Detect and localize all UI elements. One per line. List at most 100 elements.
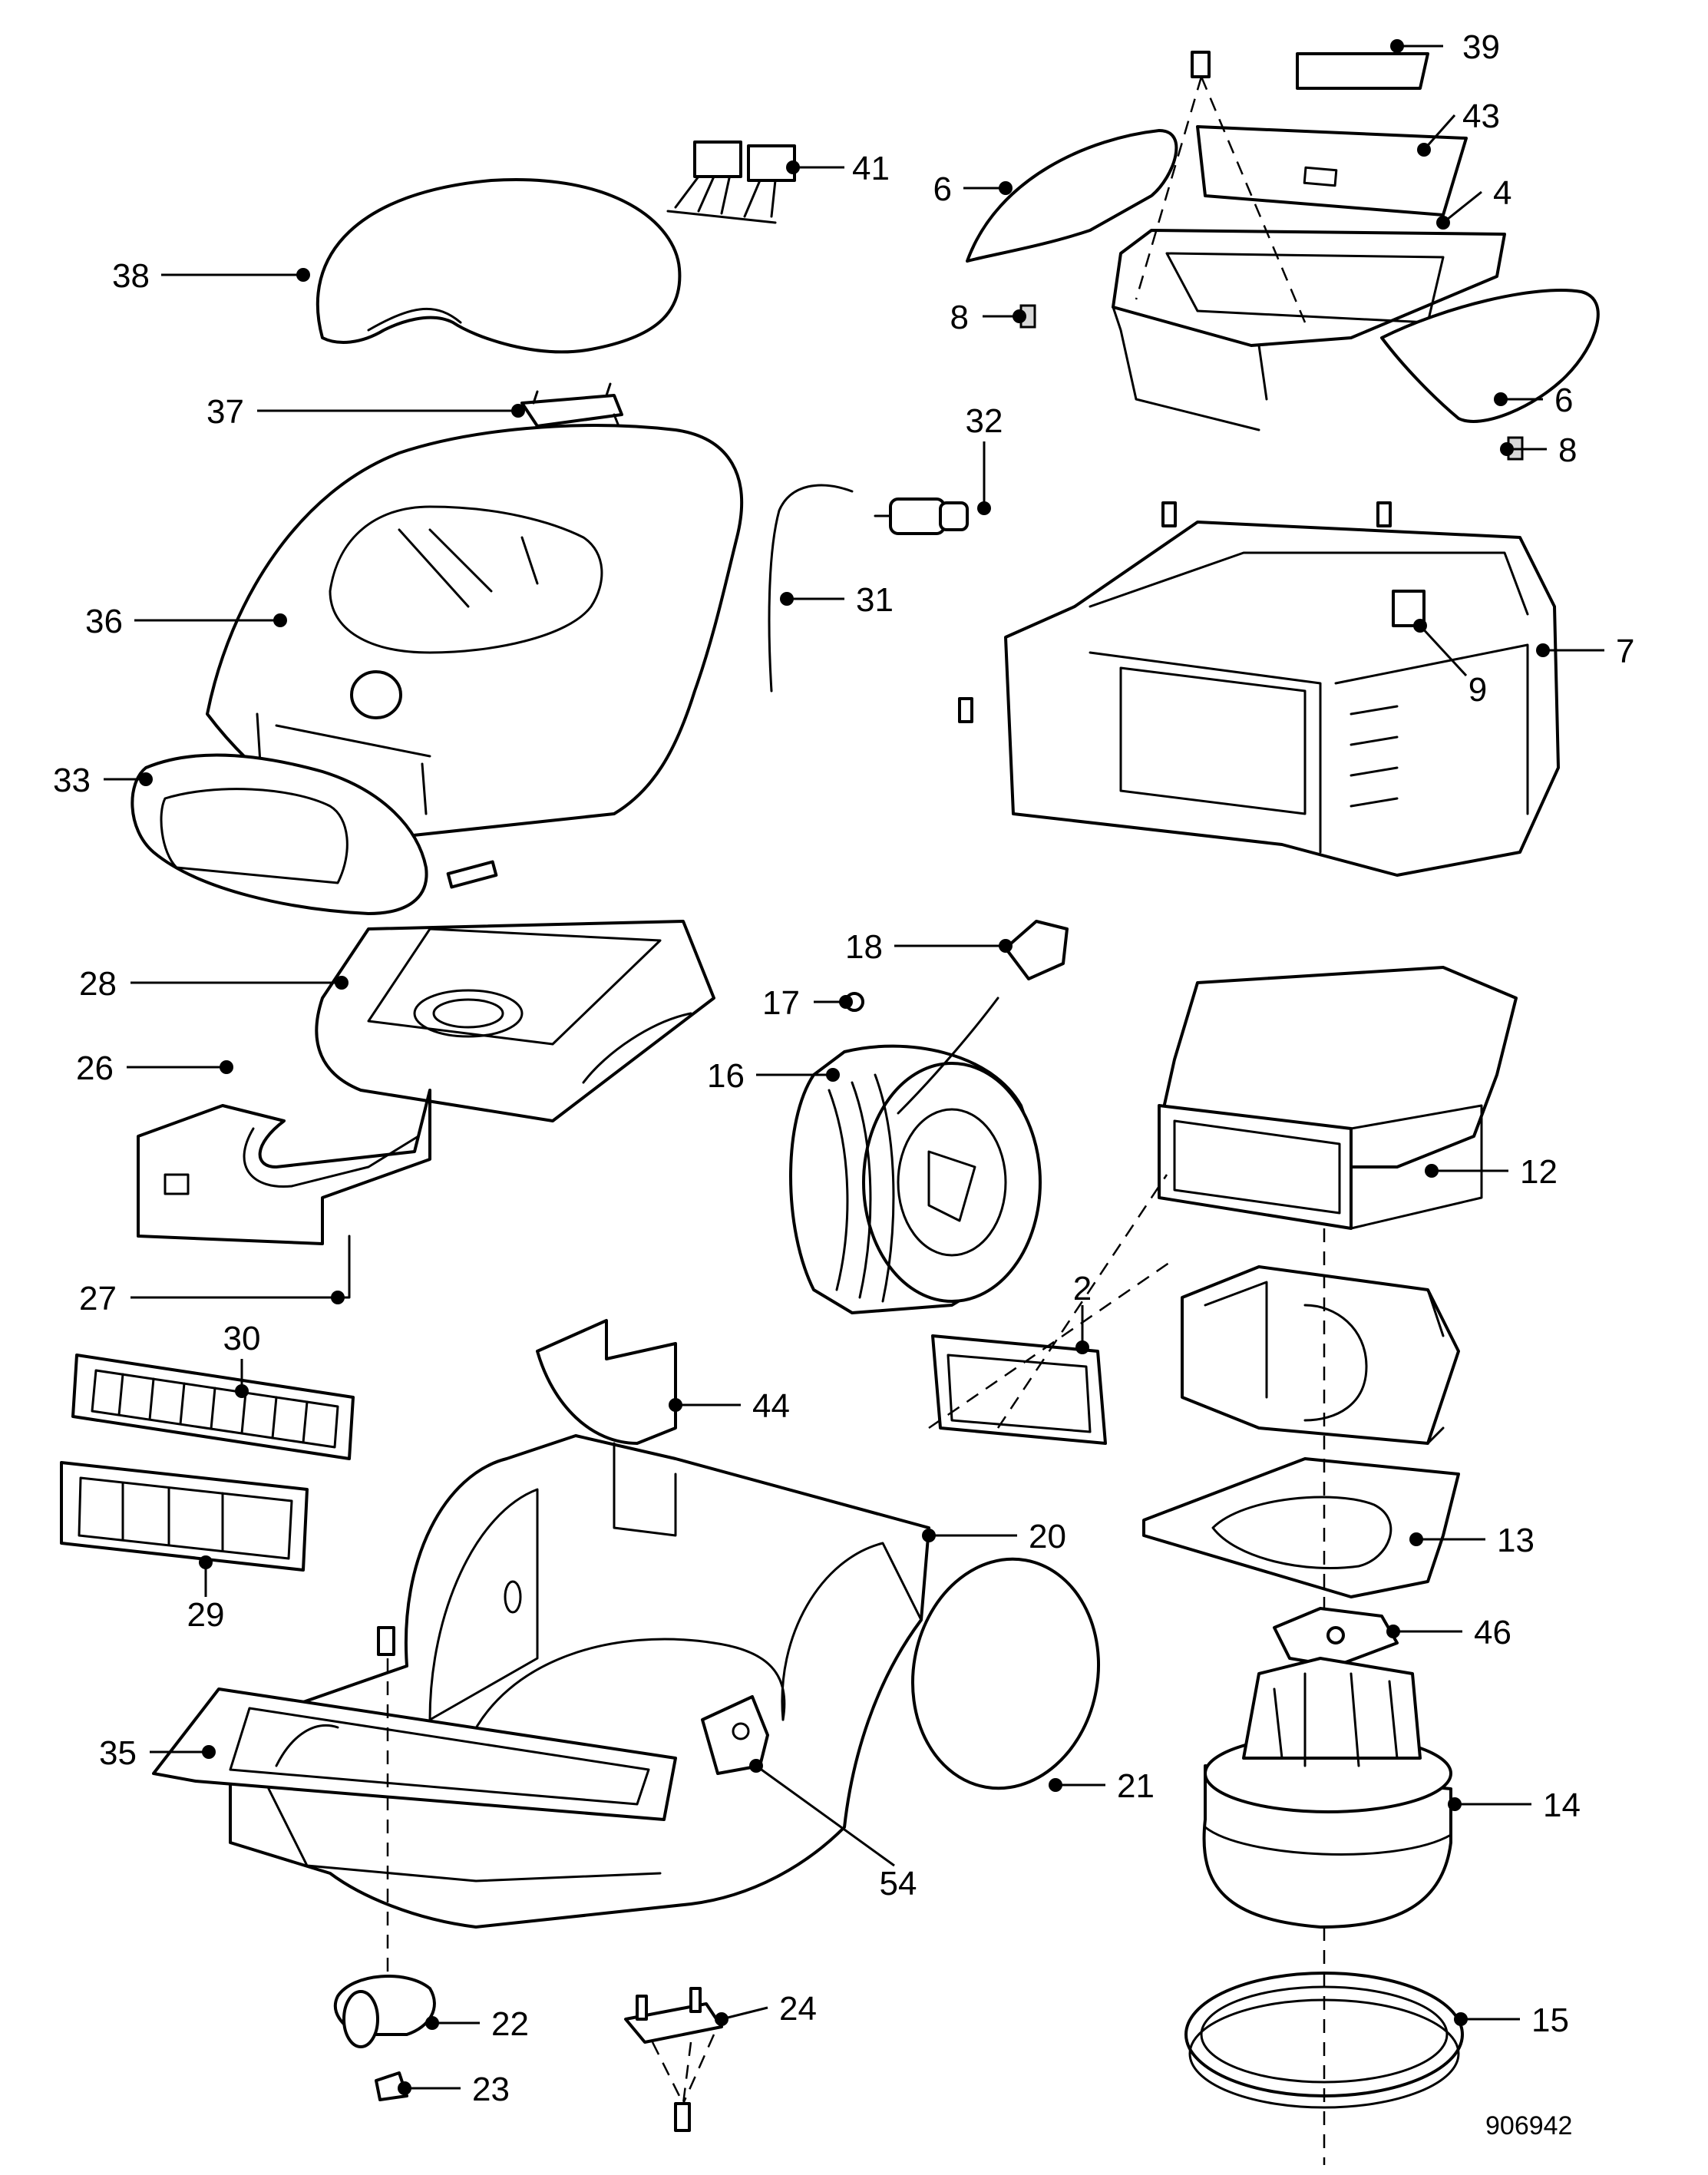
- callout-number: 9: [1468, 671, 1487, 709]
- callout-54: 54: [749, 1759, 917, 1902]
- filter-cover-plate-part: [1196, 52, 1468, 217]
- callout-dot: [273, 613, 287, 627]
- callout-6: 6: [933, 170, 1013, 208]
- callout-number: 28: [79, 965, 117, 1003]
- callout-number: 8: [950, 299, 969, 336]
- callout-leader-line: [755, 1764, 895, 1867]
- callout-number: 20: [1029, 1518, 1066, 1555]
- callout-number: 18: [845, 928, 883, 966]
- callout-number: 26: [76, 1049, 114, 1087]
- callout-number: 12: [1520, 1153, 1558, 1191]
- callout-dot: [1536, 643, 1550, 657]
- callout-20: 20: [922, 1518, 1066, 1555]
- cord-plug-part: [1004, 920, 1069, 980]
- callout-36: 36: [85, 603, 287, 640]
- callout-dot: [1425, 1164, 1439, 1178]
- callout-dot: [202, 1745, 216, 1759]
- callout-dot: [1013, 309, 1026, 323]
- callout-dot: [235, 1384, 249, 1398]
- duct-part: [536, 1319, 677, 1445]
- callout-13: 13: [1409, 1522, 1535, 1559]
- callout-dot: [786, 160, 800, 174]
- callout-dot: [296, 268, 310, 282]
- clip-plate-part: [624, 1987, 723, 2044]
- callout-number: 36: [85, 603, 123, 640]
- callout-29: 29: [187, 1555, 225, 1634]
- callout-number: 8: [1558, 431, 1577, 469]
- filter-frame-bottom-part: [152, 1687, 677, 1882]
- callout-dot: [749, 1759, 763, 1773]
- callout-8: 8: [950, 299, 1026, 336]
- castor-cap-part: [375, 2071, 408, 2101]
- castor-wheel-part: [333, 1975, 436, 2048]
- cable-and-plug-part: [768, 484, 969, 692]
- filter-frame-part: [931, 1334, 1107, 1445]
- callout-dot: [398, 2081, 411, 2095]
- callout-dot: [826, 1068, 840, 1082]
- callout-15: 15: [1454, 2001, 1569, 2039]
- motor-chamber-lower-part: [1181, 1265, 1460, 1445]
- callout-dot: [335, 976, 349, 990]
- callout-dot: [999, 181, 1013, 195]
- callout-number: 27: [79, 1280, 117, 1317]
- callout-26: 26: [76, 1049, 233, 1087]
- callout-number: 23: [472, 2071, 510, 2108]
- callout-number: 17: [762, 984, 800, 1022]
- side-cover-left-part: [966, 129, 1178, 263]
- motor-housing-frame-part: [958, 501, 1560, 877]
- callout-dot: [1436, 216, 1450, 230]
- exhaust-filter-part: [71, 1354, 355, 1460]
- callout-35: 35: [99, 1734, 216, 1772]
- callout-number: 4: [1493, 174, 1511, 212]
- callout-dot: [1390, 39, 1404, 53]
- callout-38: 38: [112, 257, 310, 295]
- callout-dot: [425, 2016, 439, 2030]
- callout-number: 13: [1497, 1522, 1535, 1559]
- callout-dot: [715, 2012, 728, 2026]
- switch-block-part: [666, 140, 796, 224]
- callout-dot: [1417, 143, 1431, 157]
- side-cover-right-part: [1380, 289, 1600, 423]
- callout-number: 29: [187, 1596, 225, 1634]
- callout-6: 6: [1494, 382, 1573, 419]
- callout-dot: [1049, 1778, 1062, 1792]
- callout-dot: [511, 404, 525, 418]
- callout-dot: [839, 995, 853, 1009]
- callout-dot: [922, 1529, 936, 1542]
- cord-reel-part: [789, 997, 1042, 1314]
- callout-number: 54: [880, 1865, 917, 1902]
- callout-number: 16: [707, 1057, 745, 1095]
- motor-chamber-upper-part: [1158, 966, 1518, 1230]
- callout-24: 24: [715, 1990, 817, 2028]
- callout-28: 28: [79, 965, 349, 1003]
- callout-dot: [977, 501, 991, 515]
- callout-number: 24: [779, 1990, 817, 2028]
- callout-number: 6: [1554, 382, 1573, 419]
- screw-chassis-part: [377, 1626, 395, 1656]
- top-cover-part: [316, 178, 682, 354]
- callout-dot: [999, 939, 1013, 953]
- callout-dot: [331, 1291, 345, 1304]
- exhaust-grille-part: [60, 1461, 309, 1572]
- bracket-clip-part: [701, 1695, 769, 1775]
- callout-dot: [669, 1398, 682, 1412]
- callout-number: 21: [1117, 1767, 1155, 1805]
- callout-33: 33: [53, 762, 153, 799]
- bag-clip-part: [336, 1235, 351, 1299]
- callout-41: 41: [786, 150, 890, 187]
- callout-8: 8: [1500, 431, 1577, 469]
- callout-number: 2: [1073, 1270, 1092, 1307]
- callout-2: 2: [1073, 1270, 1092, 1354]
- screw-top-part: [1191, 51, 1211, 78]
- motor-part: [1202, 1657, 1452, 1929]
- callout-31: 31: [780, 581, 894, 619]
- callout-23: 23: [398, 2071, 510, 2108]
- callout-dot: [139, 772, 153, 786]
- callout-number: 30: [223, 1320, 261, 1357]
- callout-dot: [1413, 619, 1427, 633]
- dust-bag-holder-part: [315, 920, 715, 1122]
- callout-12: 12: [1425, 1153, 1558, 1191]
